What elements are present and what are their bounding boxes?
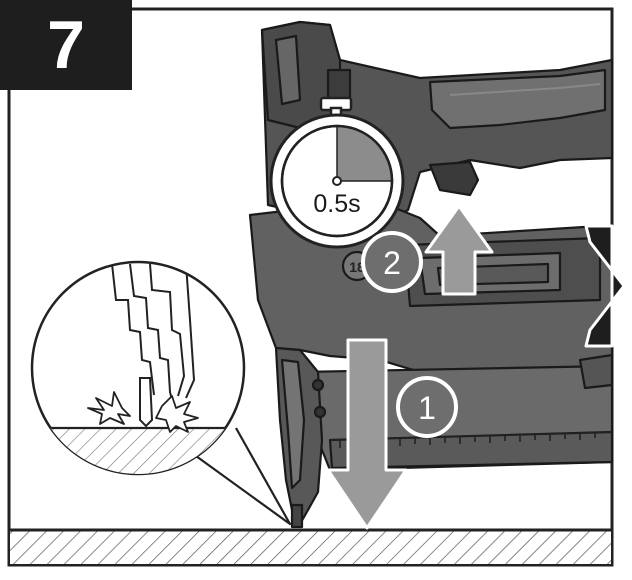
step-number-badge: 7 — [0, 0, 132, 90]
stopwatch-icon — [269, 96, 405, 249]
work-surface — [9, 528, 612, 564]
callout-badge-2: 2 — [361, 231, 423, 293]
callout-number-2: 2 — [383, 245, 401, 281]
timer-label: 0.5s — [313, 190, 360, 218]
nailer-tool: 18 — [248, 20, 614, 529]
impact-burst-icon — [87, 391, 199, 433]
callout-badge-1: 1 — [396, 376, 458, 438]
callout-number-1: 1 — [418, 390, 436, 426]
zoom-detail-callout — [30, 260, 292, 526]
arrow-down-icon — [326, 338, 408, 530]
step-number: 7 — [47, 7, 85, 83]
arrow-right-icon — [584, 224, 626, 348]
arrow-up-icon — [424, 204, 494, 296]
